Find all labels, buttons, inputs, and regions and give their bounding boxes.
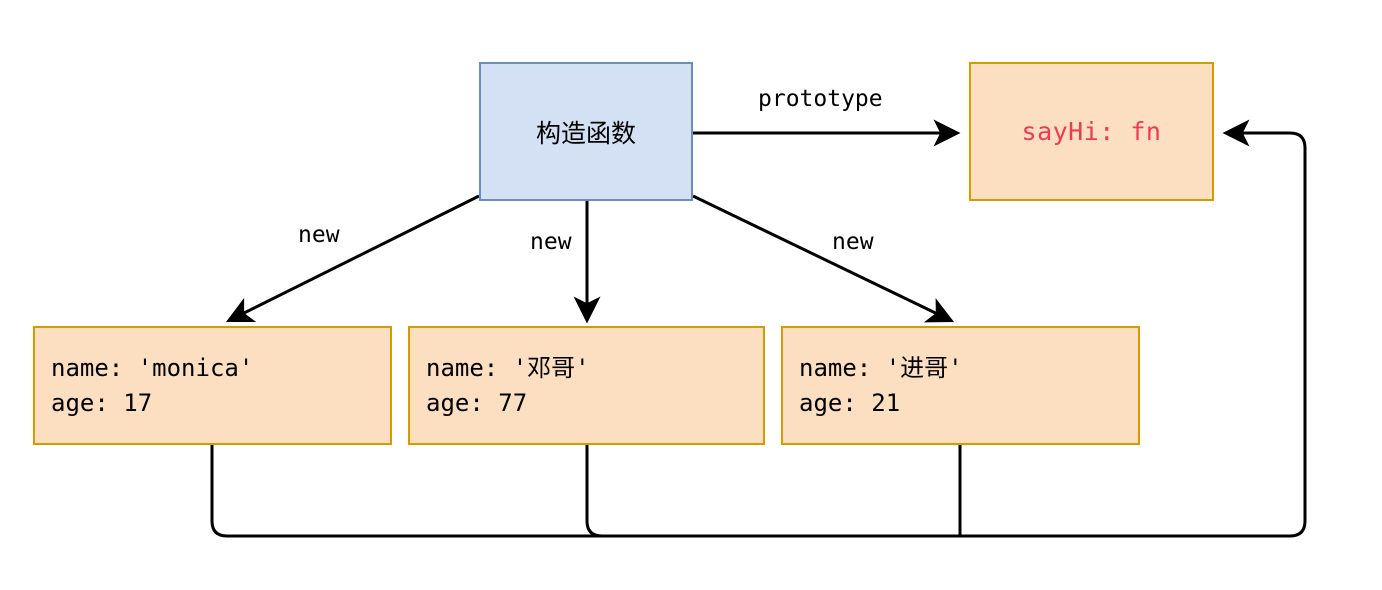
instance-name-2: name: '进哥' [799,354,963,383]
edge-label-new-1: new [527,229,575,255]
edge-label-prototype: prototype [755,86,886,112]
instance-node-0[interactable]: name: 'monica' age: 17 [33,326,392,445]
edge-label-new-0: new [295,222,343,248]
constructor-node[interactable]: 构造函数 [479,62,693,201]
instance-age-2: age: 21 [799,388,901,417]
instance-node-2[interactable]: name: '进哥' age: 21 [781,326,1140,445]
instance-age-1: age: 77 [426,388,528,417]
edge-new-0 [225,194,480,323]
constructor-node-label: 构造函数 [535,118,636,148]
prototype-node[interactable]: sayHi: fn [969,62,1214,201]
edge-proto-link-1 [585,445,1290,538]
instance-age-0: age: 17 [51,388,153,417]
prototype-node-label: sayHi: fn [1021,117,1162,146]
instance-node-1[interactable]: name: '邓哥' age: 77 [408,326,765,445]
edge-new-2 [692,194,955,323]
instance-name-0: name: 'monica' [51,354,254,383]
instance-name-1: name: '邓哥' [426,354,590,383]
edge-label-new-2: new [829,229,877,255]
